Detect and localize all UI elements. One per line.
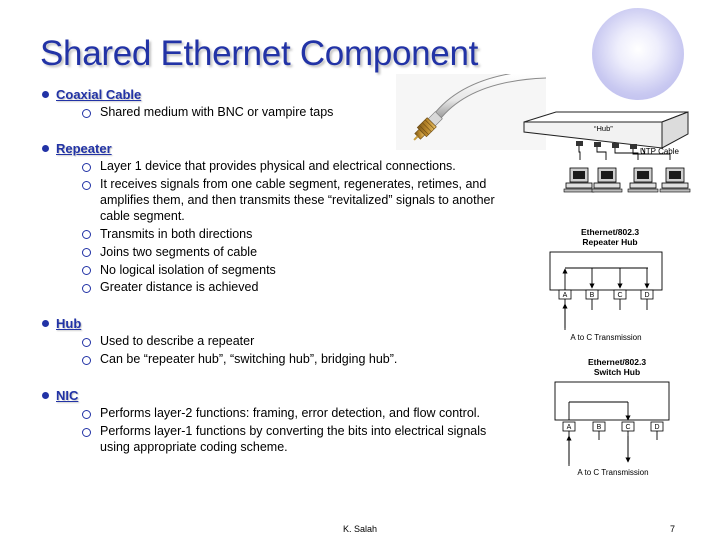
repeater-diagram-title-line2: Repeater Hub — [582, 237, 637, 247]
section-heading-text: NIC — [56, 388, 79, 404]
hollow-bullet-icon — [82, 266, 91, 275]
hollow-bullet-icon — [82, 248, 91, 258]
port-a: A — [558, 289, 572, 300]
section-heading-text: Hub — [56, 316, 82, 332]
bullet-dot-icon — [42, 91, 49, 98]
hollow-bullet-icon — [82, 337, 91, 347]
bullet-list: Coaxial Cable Shared medium with BNC or … — [42, 86, 512, 456]
switch-diagram-caption: A to C Transmission — [577, 468, 648, 477]
section-repeater: Repeater Layer 1 device that provides ph… — [42, 140, 512, 296]
hollow-bullet-icon — [82, 162, 91, 172]
switch-diagram-title-line2: Switch Hub — [594, 367, 640, 377]
repeater-diagram-title-line1: Ethernet/802.3 — [581, 227, 639, 237]
bullet-text: Layer 1 device that provides physical an… — [100, 159, 456, 174]
bullet-item: It receives signals from one cable segme… — [82, 177, 512, 224]
port-c: C — [621, 421, 635, 432]
slide-title: Shared Ethernet Component — [40, 34, 479, 73]
bullet-dot-icon — [42, 392, 49, 400]
bullet-text: Can be “repeater hub”, “switching hub”, … — [100, 352, 398, 367]
repeater-hub-box — [549, 251, 663, 291]
section-hub: Hub Used to describe a repeater Can be “… — [42, 315, 512, 368]
switch-diagram-title-line1: Ethernet/802.3 — [588, 357, 646, 367]
port-label: A — [563, 292, 568, 299]
section-heading: Hub — [42, 315, 512, 332]
bullet-text: Performs layer-2 functions: framing, err… — [100, 406, 481, 421]
bullet-item: Joins two segments of cable — [82, 245, 512, 261]
hollow-bullet-icon — [82, 355, 91, 365]
repeater-hub-diagram: Ethernet/802.3 Repeater Hub A B C D A to… — [549, 227, 663, 342]
bullet-item: Can be “repeater hub”, “switching hub”, … — [82, 352, 512, 368]
bullet-text: Used to describe a repeater — [100, 334, 255, 349]
port-c: C — [613, 289, 627, 300]
hollow-bullet-icon — [82, 409, 91, 419]
hollow-bullet-icon — [82, 108, 91, 118]
bullet-text: Joins two segments of cable — [100, 244, 258, 259]
bullet-text: No logical isolation of segments — [100, 262, 276, 277]
bullet-item: Performs layer-2 functions: framing, err… — [82, 406, 512, 422]
port-cables — [568, 431, 658, 464]
section-heading-text: Coaxial Cable — [56, 87, 142, 102]
pc-icon — [627, 167, 659, 193]
section-heading: NIC — [42, 387, 512, 404]
bullet-text: Transmits in both directions — [100, 226, 253, 241]
section-coaxial-cable: Coaxial Cable Shared medium with BNC or … — [42, 86, 512, 121]
utp-cables — [578, 146, 671, 160]
port-label: B — [590, 292, 595, 299]
section-nic: NIC Performs layer-2 functions: framing,… — [42, 387, 512, 456]
switch-hub-diagram: Ethernet/802.3 Switch Hub A B C D A to C… — [554, 357, 670, 477]
bullet-item: Shared medium with BNC or vampire taps — [82, 105, 512, 121]
coaxial-cable-image — [396, 74, 546, 150]
port-label: B — [597, 424, 602, 431]
decorative-circle — [592, 8, 684, 100]
section-heading: Repeater — [42, 140, 512, 157]
hollow-bullet-icon — [82, 283, 91, 293]
page-number: 7 — [670, 524, 676, 534]
bullet-item: Performs layer-1 functions by converting… — [82, 424, 512, 455]
port-d: D — [650, 421, 664, 432]
hub-network-figure: “Hub” UTP Cable — [523, 111, 691, 193]
bullet-text: It receives signals from one cable segme… — [100, 177, 495, 223]
port-b: B — [592, 421, 606, 432]
bullet-dot-icon — [42, 320, 49, 328]
port-cables — [564, 299, 648, 328]
port-label: D — [654, 424, 659, 431]
bullet-item: Transmits in both directions — [82, 227, 512, 243]
pc-icon — [563, 167, 595, 193]
hub-ports — [576, 141, 637, 149]
pc-icon — [659, 167, 691, 193]
port-label: D — [644, 292, 649, 299]
bullet-text: Greater distance is achieved — [100, 280, 259, 295]
bullet-item: Layer 1 device that provides physical an… — [82, 159, 512, 175]
section-heading-text: Repeater — [56, 140, 112, 156]
hollow-bullet-icon — [82, 230, 91, 240]
port-label: C — [617, 292, 622, 299]
hub-label: “Hub” — [594, 124, 613, 133]
bullet-item: Greater distance is achieved — [82, 280, 512, 296]
bullet-item: Used to describe a repeater — [82, 334, 512, 350]
bullet-text: Performs layer-1 functions by converting… — [100, 424, 487, 455]
port-a: A — [562, 421, 576, 432]
port-b: B — [585, 289, 599, 300]
port-d: D — [640, 289, 654, 300]
hollow-bullet-icon — [82, 180, 91, 190]
section-heading: Coaxial Cable — [42, 86, 512, 103]
bullet-dot-icon — [42, 144, 49, 152]
repeater-diagram-caption: A to C Transmission — [570, 333, 641, 342]
port-label: C — [625, 424, 630, 431]
bullet-item: No logical isolation of segments — [82, 263, 512, 279]
pc-icon — [591, 167, 623, 193]
switch-hub-box — [554, 381, 670, 421]
hollow-bullet-icon — [82, 427, 91, 437]
utp-cable-label: UTP Cable — [640, 147, 680, 156]
port-label: A — [567, 424, 572, 431]
footer-author: K. Salah — [342, 524, 378, 534]
bullet-text: Shared medium with BNC or vampire taps — [100, 105, 334, 120]
